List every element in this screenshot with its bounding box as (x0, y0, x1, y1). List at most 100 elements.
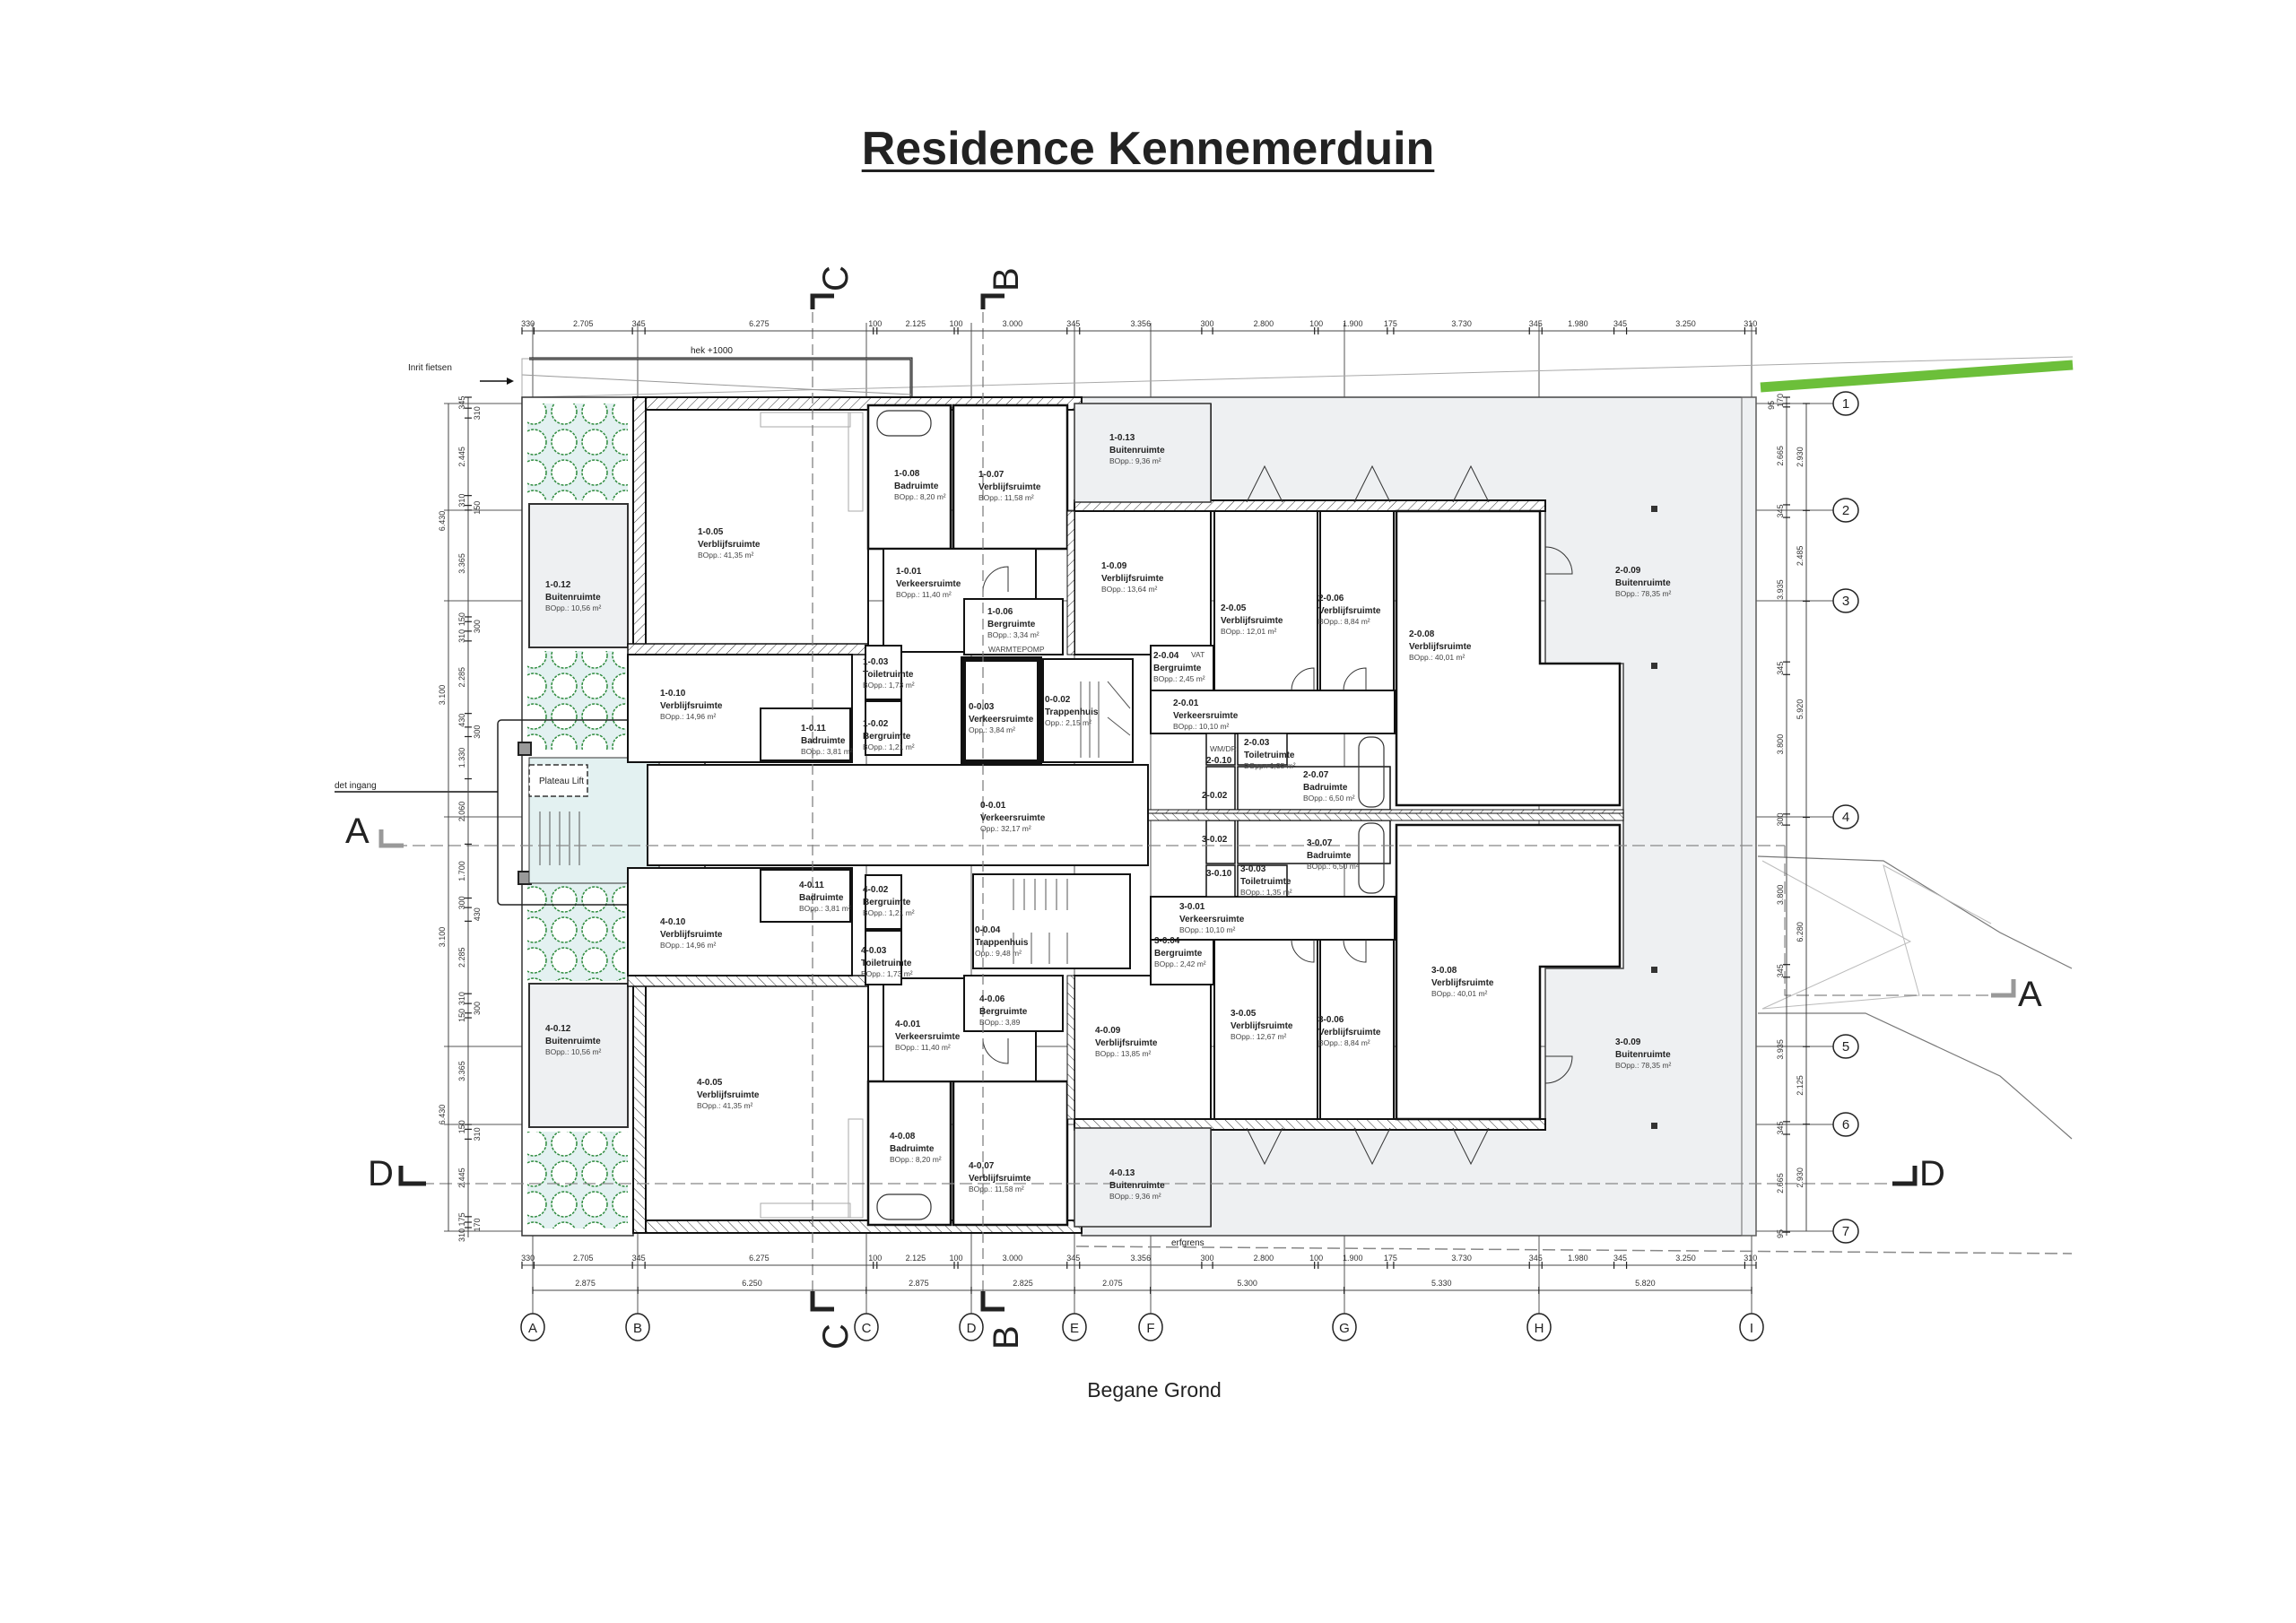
dimension-value: 2.930 (1796, 447, 1805, 467)
room-0-0-02 (1042, 658, 1134, 763)
grid-bubble-column (1526, 1313, 1552, 1341)
room-type: Verblijfsruimte (1095, 1038, 1158, 1048)
room-number: 1-0.06 (987, 607, 1013, 617)
room-area: BOpp.: 2,45 m² (1153, 674, 1205, 683)
stair-icon (1013, 879, 1068, 964)
room-area: BOpp.: 8,20 m² (894, 492, 946, 501)
room-area: BOpp.: 41,35 m² (697, 1101, 753, 1110)
dimension-value: 5.300 (1237, 1279, 1257, 1288)
balcony-1-0-12 (528, 503, 629, 648)
room-number: 4-0.11 (799, 881, 824, 890)
grid-bubble-column (520, 1313, 545, 1341)
grid-bubble-row (1832, 1034, 1859, 1059)
dimension-value: 6.430 (438, 1105, 447, 1125)
dimension-value: 345 (457, 396, 466, 410)
dimension-value: 6.250 (742, 1279, 762, 1288)
dimension-value: 2.125 (906, 1254, 926, 1263)
bathtub (1358, 736, 1385, 808)
room-2-0-02 (1205, 766, 1236, 811)
room-area: BOpp.: 8,84 m² (1318, 1038, 1370, 1047)
room-number: 1-0.02 (863, 719, 889, 729)
room-area: BOpp.: 14,96 m² (660, 941, 717, 950)
room-area: BOpp.: 1,73 m² (863, 681, 915, 690)
section-a-right: A (2018, 975, 2042, 1014)
room-number: 4-0.03 (861, 946, 887, 956)
room-type: Bergruimte (1153, 664, 1202, 673)
dimension-value: 300 (1200, 1254, 1213, 1263)
room-area: BOpp.: 11,40 m² (896, 590, 952, 599)
room-number: 3-0.06 (1318, 1015, 1344, 1025)
room-number: 3-0.08 (1431, 966, 1457, 976)
dimension-value: 300 (473, 725, 482, 739)
garden-planting (527, 1132, 628, 1228)
room-area: BOpp.: 3,81 m² (801, 747, 853, 756)
vat-label: VAT (1191, 650, 1205, 659)
room-number: 3-0.07 (1307, 838, 1333, 848)
dimension-value: 2.875 (909, 1279, 929, 1288)
dimension-value: 2.285 (457, 667, 466, 688)
room-number: 2-0.08 (1409, 629, 1435, 639)
dimension-value: 3.250 (1675, 1254, 1696, 1263)
dimension-value: 345 (1613, 1254, 1627, 1263)
dimension-value: 1.980 (1568, 1254, 1588, 1263)
path-lines (1761, 860, 1992, 1010)
room-number: 4-0.07 (969, 1161, 995, 1171)
room-area: BOpp.: 1,35 m² (1244, 761, 1296, 770)
grid-label-column: I (1750, 1321, 1753, 1336)
grid-bubble-column (1739, 1313, 1764, 1341)
garden-planting (527, 404, 628, 500)
dimension-value: 3.800 (1776, 734, 1785, 755)
dimension-value: 2.705 (573, 319, 594, 328)
dimension-value: 3.800 (1776, 885, 1785, 906)
dimension-value: 100 (949, 1254, 962, 1263)
hek-label: hek +1000 (691, 346, 733, 356)
room-area: BOpp.: 1,21 m² (863, 742, 915, 751)
room-type: Verkeersruimte (980, 813, 1046, 823)
section-markers: C B C B A A D D (345, 265, 2042, 1350)
room-type: Badruimte (1307, 851, 1352, 861)
dimension-value: 310 (473, 1127, 482, 1141)
room-number: 3-0.05 (1231, 1009, 1257, 1019)
room-type: Verblijfsruimte (1318, 1028, 1381, 1037)
grid-bubble-row (1832, 1112, 1859, 1137)
grid-bubble-row (1832, 588, 1859, 613)
washer-label: WM/DR (1210, 744, 1237, 753)
ramp-line (521, 374, 912, 395)
room-area: Opp.: 32,17 m² (980, 824, 1031, 833)
grid-label-row: 4 (1842, 810, 1849, 825)
grid-bubble-column (1138, 1313, 1163, 1341)
dimension-value: 310 (457, 494, 466, 508)
dimension-value: 170 (1776, 394, 1785, 407)
dimension-value: 5.820 (1635, 1279, 1656, 1288)
wall-internal (627, 643, 869, 655)
grid-bubble-row (1832, 1219, 1859, 1244)
room-area: BOpp.: 6,50 m² (1303, 794, 1355, 803)
room-label: 3-0.10 (1206, 869, 1232, 879)
room-type: Toiletruimte (1240, 877, 1292, 887)
room-type: Bergruimte (1154, 949, 1203, 959)
section-a-left: A (345, 812, 370, 851)
dimension-value: 2.125 (1796, 1075, 1805, 1096)
dimension-value: 300 (1200, 319, 1213, 328)
kitchen (848, 412, 864, 512)
room-area: BOpp.: 6,50 m² (1307, 862, 1359, 871)
room-number: 4-0.08 (890, 1132, 916, 1141)
room-area: BOpp.: 8,84 m² (1318, 617, 1370, 626)
dimension-value: 3.356 (1131, 319, 1152, 328)
dimension-value: 2.060 (457, 802, 466, 822)
